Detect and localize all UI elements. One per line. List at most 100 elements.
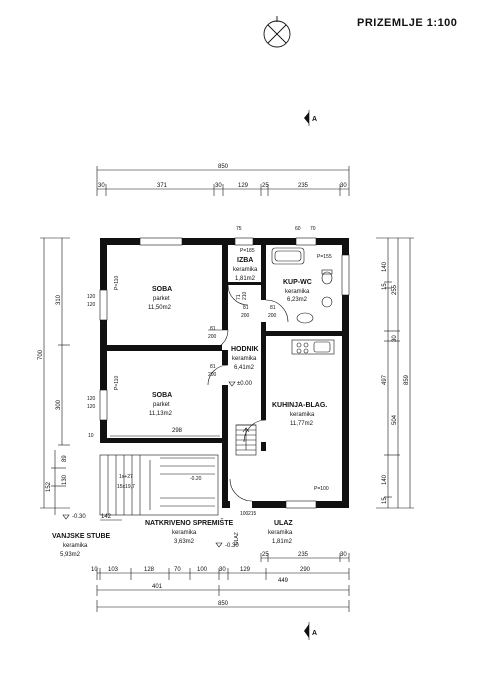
svg-text:15: 15: [382, 497, 388, 504]
svg-text:30: 30: [340, 552, 347, 558]
section-marker-top: A: [304, 110, 317, 126]
svg-text:497: 497: [382, 374, 388, 385]
svg-text:3,63m2: 3,63m2: [174, 539, 195, 545]
svg-text:70: 70: [174, 567, 181, 573]
svg-text:P=110: P=110: [114, 376, 120, 390]
svg-text:±0.00: ±0.00: [237, 381, 253, 387]
svg-text:15x19,7: 15x19,7: [117, 484, 135, 490]
svg-text:140: 140: [382, 474, 388, 485]
svg-text:401: 401: [152, 584, 163, 590]
svg-text:KUP-WC: KUP-WC: [283, 279, 312, 286]
svg-text:P=110: P=110: [114, 276, 120, 290]
svg-text:15: 15: [382, 283, 388, 290]
svg-text:keramika: keramika: [172, 530, 197, 536]
svg-text:ULAZ: ULAZ: [274, 520, 293, 527]
svg-text:129: 129: [238, 183, 249, 189]
plan-title: PRIZEMLJE 1:100: [357, 17, 457, 29]
svg-text:25: 25: [262, 552, 269, 558]
svg-text:235: 235: [298, 183, 309, 189]
annotations: P=110 P=110 P=185 P=155 P=100 120 120 12…: [87, 226, 332, 545]
kitchen-counter: [291, 339, 335, 355]
svg-text:keramika: keramika: [232, 356, 257, 362]
svg-text:KUHINJA-BLAG.: KUHINJA-BLAG.: [272, 402, 327, 409]
room-kup-wc: KUP-WC keramika 6,23m2: [283, 279, 312, 303]
dimensions-top: 850 30 371 30 129 25 235 30: [96, 164, 350, 196]
room-vanjske-stube: VANJSKE STUBE keramika 5,93m2: [52, 533, 111, 558]
svg-text:10: 10: [88, 433, 94, 439]
svg-text:6,23m2: 6,23m2: [287, 297, 308, 303]
svg-text:parket: parket: [153, 296, 170, 302]
svg-text:keramika: keramika: [285, 289, 310, 295]
svg-text:ULAZ: ULAZ: [234, 532, 240, 545]
svg-text:-0.30: -0.30: [225, 543, 239, 549]
svg-text:30: 30: [215, 183, 222, 189]
room-kuhinja: KUHINJA-BLAG. keramika 11,77m2: [272, 402, 327, 427]
dimensions-right: 859 140 15 255 30 497 504 140 15: [376, 237, 414, 509]
svg-text:71: 71: [236, 294, 242, 300]
svg-text:HODNIK: HODNIK: [231, 346, 259, 353]
svg-text:128: 128: [144, 567, 155, 573]
svg-text:298: 298: [172, 428, 183, 434]
svg-text:103: 103: [108, 567, 119, 573]
svg-text:keramika: keramika: [233, 267, 258, 273]
svg-text:keramika: keramika: [290, 412, 315, 418]
svg-text:75: 75: [236, 226, 242, 232]
svg-text:504: 504: [392, 414, 398, 425]
bathroom-fixtures: [271, 247, 333, 324]
svg-text:VANJSKE STUBE: VANJSKE STUBE: [52, 533, 111, 540]
svg-text:keramika: keramika: [63, 543, 88, 549]
svg-text:449: 449: [278, 578, 289, 584]
svg-text:200: 200: [241, 313, 250, 319]
room-hodnik: HODNIK keramika 6,41m2: [231, 346, 259, 371]
svg-text:P=185: P=185: [240, 248, 255, 254]
room-soba-2: SOBA parket 11,13m2: [149, 392, 173, 417]
svg-text:30: 30: [340, 183, 347, 189]
svg-text:parket: parket: [153, 402, 170, 408]
svg-text:NATKRIVENO SPREMIŠTE: NATKRIVENO SPREMIŠTE: [145, 518, 233, 527]
svg-text:81: 81: [243, 305, 249, 311]
level-marks: ±0.00 -0.30 -0.30 -0.20: [62, 381, 253, 549]
dimensions-left: 700 310 300 152 130 89: [38, 237, 70, 515]
svg-text:keramika: keramika: [268, 530, 293, 536]
svg-text:11,13m2: 11,13m2: [149, 411, 173, 417]
svg-text:11,77m2: 11,77m2: [290, 421, 314, 427]
svg-text:290: 290: [300, 567, 311, 573]
svg-text:152: 152: [46, 481, 52, 492]
svg-text:129: 129: [240, 567, 251, 573]
svg-text:215: 215: [248, 511, 257, 517]
svg-text:30: 30: [219, 567, 226, 573]
door-swings: [207, 284, 289, 502]
room-ulaz: ULAZ keramika 1,81m2: [268, 520, 293, 545]
svg-text:SOBA: SOBA: [152, 392, 172, 399]
svg-text:310: 310: [56, 294, 62, 305]
svg-text:30: 30: [98, 183, 105, 189]
svg-text:255: 255: [392, 284, 398, 295]
svg-text:IZBA: IZBA: [237, 257, 253, 264]
svg-text:120: 120: [87, 396, 96, 402]
svg-text:-0.30: -0.30: [72, 514, 86, 520]
room-izba: IZBA keramika 1,81m2: [233, 257, 258, 282]
svg-text:A: A: [312, 116, 317, 123]
svg-text:10: 10: [91, 567, 98, 573]
svg-text:25: 25: [262, 183, 269, 189]
dimensions-bottom: 25 235 30 10 103 128 70 100 30 129 290 1…: [91, 514, 350, 612]
section-marker-bottom: A: [304, 622, 317, 640]
room-spremiste: NATKRIVENO SPREMIŠTE keramika 3,63m2: [145, 518, 233, 545]
svg-text:1x+27: 1x+27: [119, 474, 133, 480]
svg-text:100: 100: [240, 511, 249, 517]
svg-text:81: 81: [210, 326, 216, 332]
svg-text:81: 81: [210, 364, 216, 370]
svg-text:130: 130: [62, 474, 68, 485]
svg-text:5,93m2: 5,93m2: [60, 552, 81, 558]
svg-text:P=155: P=155: [317, 254, 332, 260]
svg-text:850: 850: [218, 601, 229, 607]
svg-text:60: 60: [295, 226, 301, 232]
interior-stairs: [235, 424, 257, 456]
svg-text:30: 30: [392, 335, 398, 342]
svg-text:120: 120: [87, 302, 96, 308]
svg-text:700: 700: [38, 349, 44, 360]
svg-text:-0.20: -0.20: [190, 476, 202, 482]
svg-text:A: A: [312, 630, 317, 637]
svg-text:P=100: P=100: [314, 486, 329, 492]
svg-text:SOBA: SOBA: [152, 286, 172, 293]
